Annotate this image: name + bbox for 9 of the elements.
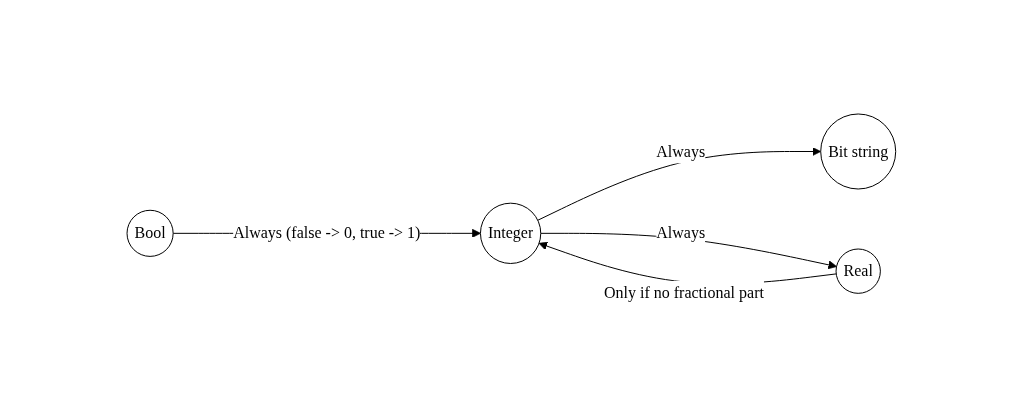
node-circle: Bit string — [819, 113, 896, 190]
node-circle: Integer — [479, 202, 541, 265]
edge-label: Always — [655, 224, 705, 242]
edge-label: Only if no fractional part — [603, 283, 764, 301]
arrow — [536, 147, 821, 221]
node-circle: Bool — [126, 209, 174, 257]
node-circle: Real — [835, 248, 881, 294]
edge-label: Always — [655, 142, 705, 160]
edge-label: Always (false -> 0, true -> 1) — [232, 224, 421, 242]
